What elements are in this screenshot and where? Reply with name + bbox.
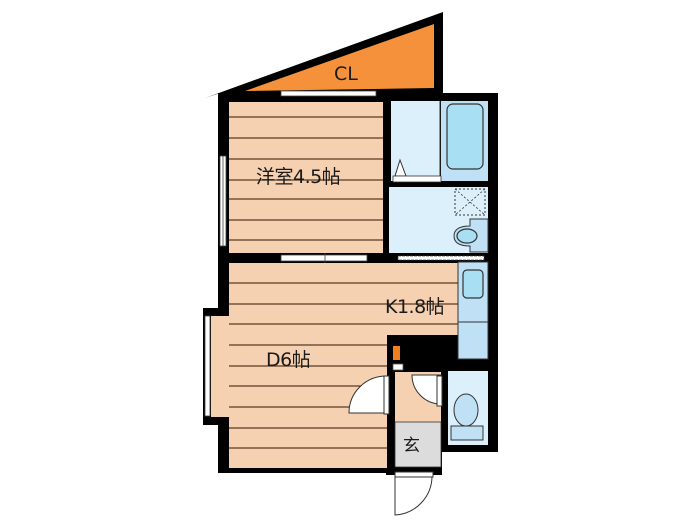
closet-label: CL — [334, 63, 358, 85]
doors[interactable] — [348, 374, 443, 516]
windows — [204, 90, 485, 417]
washroom — [389, 187, 489, 253]
kitchen-sliding-door — [397, 255, 485, 261]
dining-label: D6帖 — [266, 349, 311, 371]
kitchen-counter[interactable] — [457, 261, 489, 360]
bathroom — [391, 101, 488, 181]
entrance-label: 玄 — [403, 436, 420, 456]
toilet-room — [448, 371, 488, 445]
closet-area — [205, 12, 443, 98]
toilet-icon — [453, 393, 479, 427]
front-door — [394, 475, 433, 516]
dining-kitchen-floor — [211, 263, 458, 468]
bathtub-icon — [446, 103, 484, 170]
bathroom-door[interactable] — [392, 175, 442, 183]
sliding-door — [280, 254, 368, 262]
bay-window — [204, 315, 211, 417]
dining-door — [348, 375, 387, 414]
western-room-floor — [229, 102, 383, 253]
closet-sliding-door — [280, 90, 377, 97]
western-room-label: 洋室4.5帖 — [256, 166, 341, 188]
kitchen-label: K1.8帖 — [385, 296, 445, 318]
fridge-space — [390, 343, 404, 371]
